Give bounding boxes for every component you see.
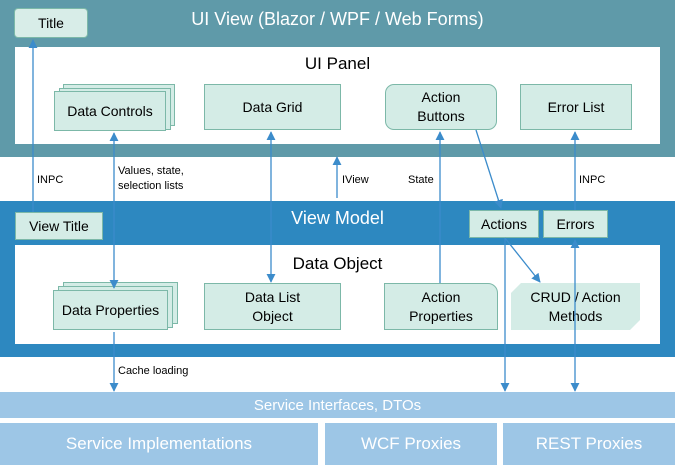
rest-proxies-bar: REST Proxies	[503, 423, 675, 465]
data-list-object-line-1: Data List	[244, 288, 301, 305]
data-properties-box: Data Properties	[53, 290, 168, 330]
view-model-title: View Model	[291, 208, 384, 228]
title-box: Title	[14, 8, 88, 38]
data-list-object-box: Data List Object	[204, 283, 341, 330]
values-state-line-2: selection lists	[118, 179, 184, 192]
action-properties-line-2: Properties	[409, 307, 473, 324]
errors-box: Errors	[543, 210, 608, 238]
buttons-to-actions-arrow	[475, 129, 503, 209]
action-properties-line-1: Action	[421, 288, 461, 305]
ui-view-title: UI View (Blazor / WPF / Web Forms)	[191, 9, 484, 29]
values-state-label: Values, state, selection lists	[118, 164, 184, 194]
values-state-line-1: Values, state,	[118, 165, 184, 177]
view-title-box: View Title	[15, 212, 103, 240]
actions-to-crud-arrow	[504, 237, 541, 283]
action-properties-box: Action Properties	[384, 283, 498, 330]
action-buttons-line-1: Action	[421, 89, 461, 106]
data-object-title: Data Object	[292, 254, 383, 273]
data-grid-box: Data Grid	[204, 84, 341, 130]
service-implementations-bar: Service Implementations	[0, 423, 318, 465]
cache-loading-label: Cache loading	[118, 365, 189, 377]
data-list-object-line-2: Object	[252, 307, 293, 324]
ui-panel-title: UI Panel	[304, 54, 371, 73]
actions-box: Actions	[469, 210, 539, 238]
inpc-left-label: INPC	[37, 174, 64, 186]
error-list-box: Error List	[520, 84, 632, 130]
wcf-proxies-bar: WCF Proxies	[325, 423, 497, 465]
action-buttons-line-2: Buttons	[417, 108, 465, 124]
state-label: State	[408, 174, 434, 186]
data-controls-box: Data Controls	[54, 91, 166, 131]
inpc-right-label: INPC	[579, 174, 606, 186]
action-buttons-box: Action Buttons	[385, 84, 497, 130]
iview-label: IView	[342, 174, 369, 186]
service-interfaces-bar: Service Interfaces, DTOs	[0, 392, 675, 418]
